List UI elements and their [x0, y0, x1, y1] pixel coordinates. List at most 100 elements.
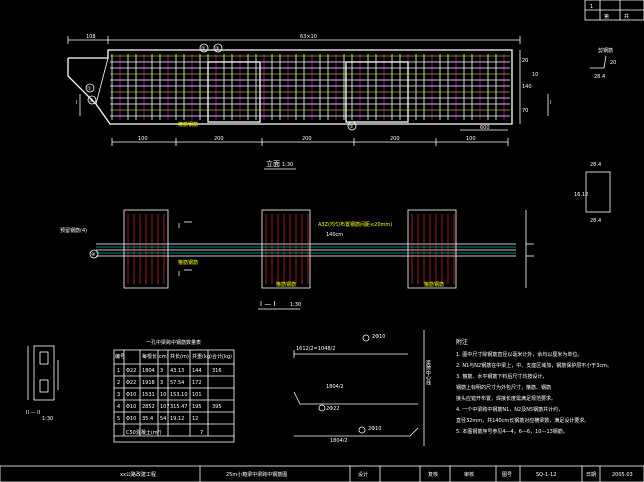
title-figno-label: 图号 [502, 472, 512, 478]
note-line: 接头应错开布置，焊接长度需满足规范要求。 [456, 395, 556, 402]
rebar-side-text: 梁跨中心线 [425, 359, 431, 385]
table-cell: Φ10 [126, 392, 136, 398]
rebar-label-6: 1804/2 [330, 438, 348, 444]
rebar-label-2: 2Φ10 [372, 334, 385, 340]
table-cell: 3 [160, 368, 163, 374]
table-header-5: 共长(m) [170, 353, 189, 360]
table-cell: 1918 [142, 380, 155, 386]
elev-overall-dim: 63×10 [300, 34, 317, 40]
table-total-label: C50混凝土(m³) [126, 429, 162, 436]
plan-ticks [127, 214, 455, 284]
elev-callout-2b: ② [89, 98, 94, 104]
elev-callout-1: ① [349, 124, 354, 130]
corner-cell-2: 第 [604, 13, 609, 20]
elev-section-mark-left: I [76, 100, 77, 106]
elev-side-dim-3: 10 [532, 72, 538, 78]
table-cell: 10 [160, 392, 166, 398]
rebar-label-1: 1612/2=1048/2 [296, 346, 335, 352]
elev-callout-1b: ① [87, 86, 92, 92]
plan-left-label: 预留钢筋(4) [60, 227, 87, 234]
elev-stirrup-label: 箍筋钢筋 [178, 121, 198, 128]
table-cell: Φ22 [126, 368, 136, 374]
plan-section-mark-bottom: I [178, 270, 180, 278]
table-cell: 2 [117, 380, 120, 386]
table-cell: 395 [212, 404, 222, 410]
table-cell: 195 [192, 404, 202, 410]
corner-table: 1 第 共 [584, 0, 644, 21]
title-review: 审核 [464, 471, 474, 478]
table-title: 一孔中梁跨中钢筋数量表 [146, 339, 201, 346]
title-date: 2005.03 [612, 472, 633, 478]
note-line: 2. N1与N2钢筋在中梁上，中、支座区域加，钢筋保护层不小于3cm。 [456, 362, 612, 369]
table-cell: 153.10 [170, 392, 188, 398]
elev-height-dim: 140 [522, 84, 532, 90]
plan-scale: 1:30 [290, 302, 301, 308]
plan-block-label-2: 箍筋钢筋 [276, 281, 296, 288]
elev-title: 立面 [266, 159, 280, 168]
title-project: xx公路改建工程 [120, 471, 156, 478]
elev-right-bottom-dim: 600 [480, 125, 490, 131]
elev-callout-2: ② [201, 46, 206, 52]
notes: 附注 1. 图中尺寸除钢筋直径以毫米计外，余均以厘米为单位。2. N1与N2钢筋… [456, 338, 612, 435]
table-cell: 54 [160, 416, 166, 422]
table-cell: 35.4 [142, 416, 153, 422]
detail-top-label: 剪钢筋 [598, 47, 613, 54]
title-block: xx公路改建工程 25m小箱梁中梁跨中钢筋图 设计 复核 审核 图号 SQ-1-… [0, 465, 644, 482]
elev-scale: 1:30 [282, 162, 293, 168]
title-design: 设计 [358, 471, 368, 478]
table-cell: 144 [192, 368, 202, 374]
note-line: 1. 图中尺寸除钢筋直径以毫米计外，余均以厘米为单位。 [456, 351, 582, 358]
table-cell: 43.13 [170, 368, 184, 374]
table-cell: 172 [192, 380, 202, 386]
table-cell: Φ10 [126, 404, 136, 410]
detail-bent-bar: 28.4 剪钢筋 20 [590, 47, 616, 80]
rebar-quantity-table: 一孔中梁跨中钢筋数量表 编号 每根长(cm) 共长(m) 共重(kg) 合计(k… [113, 339, 235, 443]
rebar-details: 1612/2=1048/2 2Φ10 1804/2 2Φ22 2Φ10 1804… [293, 330, 431, 446]
corner-cell-1: 1 [590, 4, 593, 10]
table-cell: 315.47 [170, 404, 188, 410]
elev-bottom-dim-4: 200 [390, 136, 400, 142]
table-header-1: 编号 [115, 353, 125, 360]
rebar-label-3: 1804/2 [326, 384, 344, 390]
detail-top-dim-2: 28.4 [594, 74, 605, 80]
plan-block-label-3: 箍筋钢筋 [424, 281, 444, 288]
elevation-view: 108 63×10 I I 20 140 70 10 ② ③ ① ① ② 箍筋钢… [67, 34, 551, 170]
table-cell: 19.12 [170, 416, 184, 422]
elev-bottom-dim-3: 200 [302, 136, 312, 142]
table-cell: 3 [117, 392, 120, 398]
detail-box-top: 28.4 [590, 162, 601, 168]
table-cell: 5 [117, 416, 120, 422]
table-cell: 316 [212, 368, 222, 374]
table-header-6: 共重(kg) [192, 353, 212, 360]
detail-top-dim-1: 20 [610, 60, 616, 66]
elev-bottom-dim-1: 100 [138, 136, 148, 142]
plan-block-label-1: 箍筋钢筋 [178, 259, 198, 266]
table-cell: 107 [160, 404, 170, 410]
detail-box-side: 16.12 [574, 192, 588, 198]
table-cell: Φ10 [126, 416, 136, 422]
table-header-7: 合计(kg) [212, 353, 232, 360]
small-section: II — II 1:30 [26, 345, 59, 422]
elev-left-dim: 108 [86, 34, 96, 40]
table-cell: 57.54 [170, 380, 184, 386]
plan-note: A3Z(均匀布置钢筋间距≤20mm) [318, 221, 392, 228]
elev-bottom-dim-5: 100 [466, 136, 476, 142]
table-cell: Φ22 [126, 380, 136, 386]
title-check: 复核 [428, 471, 438, 478]
note-line: 4. 一个中梁跨中钢筋N1，N2及N5钢筋共计约， [456, 406, 563, 413]
elev-section-mark-right: I [550, 100, 551, 106]
detail-box-bottom: 28.4 [590, 218, 601, 224]
notes-items: 1. 图中尺寸除钢筋直径以毫米计外，余均以厘米为单位。 2. N1与N2钢筋在中梁… [456, 351, 612, 435]
table-cell: 12 [192, 416, 198, 422]
table-total: 7 [200, 430, 203, 436]
note-line: 钢筋上标明的尺寸为外包尺寸，箍筋、钢筋 [456, 384, 551, 391]
plan-callout-4: ④ [91, 252, 96, 258]
plan-title: I — I [260, 300, 276, 308]
table-cell: 3 [160, 380, 163, 386]
small-section-scale: 1:30 [42, 416, 53, 422]
elev-callout-3: ③ [215, 46, 219, 52]
elev-side-dim-1: 20 [522, 58, 528, 64]
elevation-rebar-mesh [110, 54, 510, 120]
table-cell: 1 [117, 368, 120, 374]
